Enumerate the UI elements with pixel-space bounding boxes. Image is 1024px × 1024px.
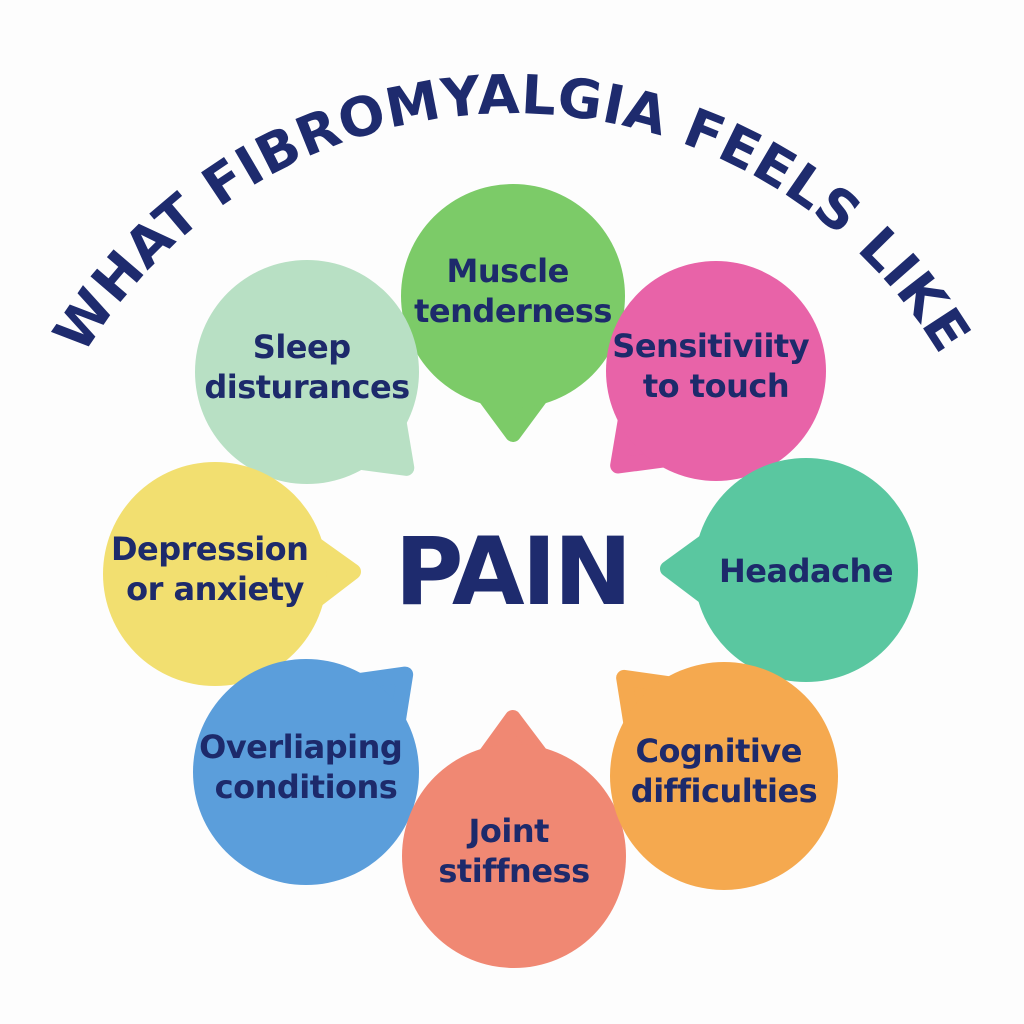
bubble-label-sensitivity-to-touch: Sensitiviity to touch: [612, 327, 819, 405]
bubble-label-line: Sleep: [253, 328, 351, 366]
bubble-circle-headache: [694, 458, 918, 682]
bubble-label-line: Headache: [719, 552, 893, 590]
bubble-label-headache: Headache: [719, 552, 893, 590]
bubble-cognitive-difficulties: Cognitive difficulties: [610, 662, 838, 890]
bubble-circle-sensitivity-to-touch: [606, 261, 826, 481]
bubble-label-sleep-disturances: Sleep disturances: [204, 328, 409, 406]
bubble-label-line: or anxiety: [126, 570, 304, 608]
bubble-label-line: Muscle: [447, 252, 569, 290]
bubble-circle-overliaping-conditions: [193, 659, 419, 885]
bubble-label-line: Cognitive: [635, 732, 801, 770]
bubble-sensitivity-to-touch: Sensitiviity to touch: [606, 261, 826, 481]
bubble-label-muscle-tenderness: Muscle tenderness: [414, 252, 612, 330]
bubble-circle-depression-or-anxiety: [103, 462, 327, 686]
bubble-circle-joint-stiffness: [402, 744, 626, 968]
bubble-circle-muscle-tenderness: [401, 184, 625, 408]
bubble-label-line: conditions: [215, 768, 398, 806]
bubble-label-depression-or-anxiety: Depression or anxiety: [111, 530, 319, 608]
bubble-depression-or-anxiety: Depression or anxiety: [103, 462, 361, 686]
bubble-circle-sleep-disturances: [195, 260, 419, 484]
bubble-headache: Headache: [660, 458, 918, 682]
bubble-label-joint-stiffness: Joint stiffness: [438, 812, 589, 890]
bubble-label-line: to touch: [643, 367, 789, 405]
bubble-label-line: stiffness: [438, 852, 589, 890]
bubble-label-cognitive-difficulties: Cognitive difficulties: [631, 732, 817, 810]
bubble-label-overliaping-conditions: Overliaping conditions: [199, 728, 413, 806]
bubble-overliaping-conditions: Overliaping conditions: [193, 659, 419, 885]
bubble-label-line: disturances: [204, 368, 409, 406]
bubble-label-line: tenderness: [414, 292, 612, 330]
bubble-label-line: difficulties: [631, 772, 817, 810]
bubble-label-line: Joint: [466, 812, 549, 850]
bubble-label-line: Depression: [111, 530, 308, 568]
bubble-label-line: Overliaping: [199, 728, 402, 766]
bubble-circle-cognitive-difficulties: [610, 662, 838, 890]
bubble-muscle-tenderness: Muscle tenderness: [401, 184, 625, 442]
bubble-label-line: Sensitiviity: [612, 327, 809, 365]
bubble-joint-stiffness: Joint stiffness: [402, 710, 626, 968]
bubble-sleep-disturances: Sleep disturances: [195, 260, 419, 484]
center-pain-label: PAIN: [395, 518, 630, 627]
